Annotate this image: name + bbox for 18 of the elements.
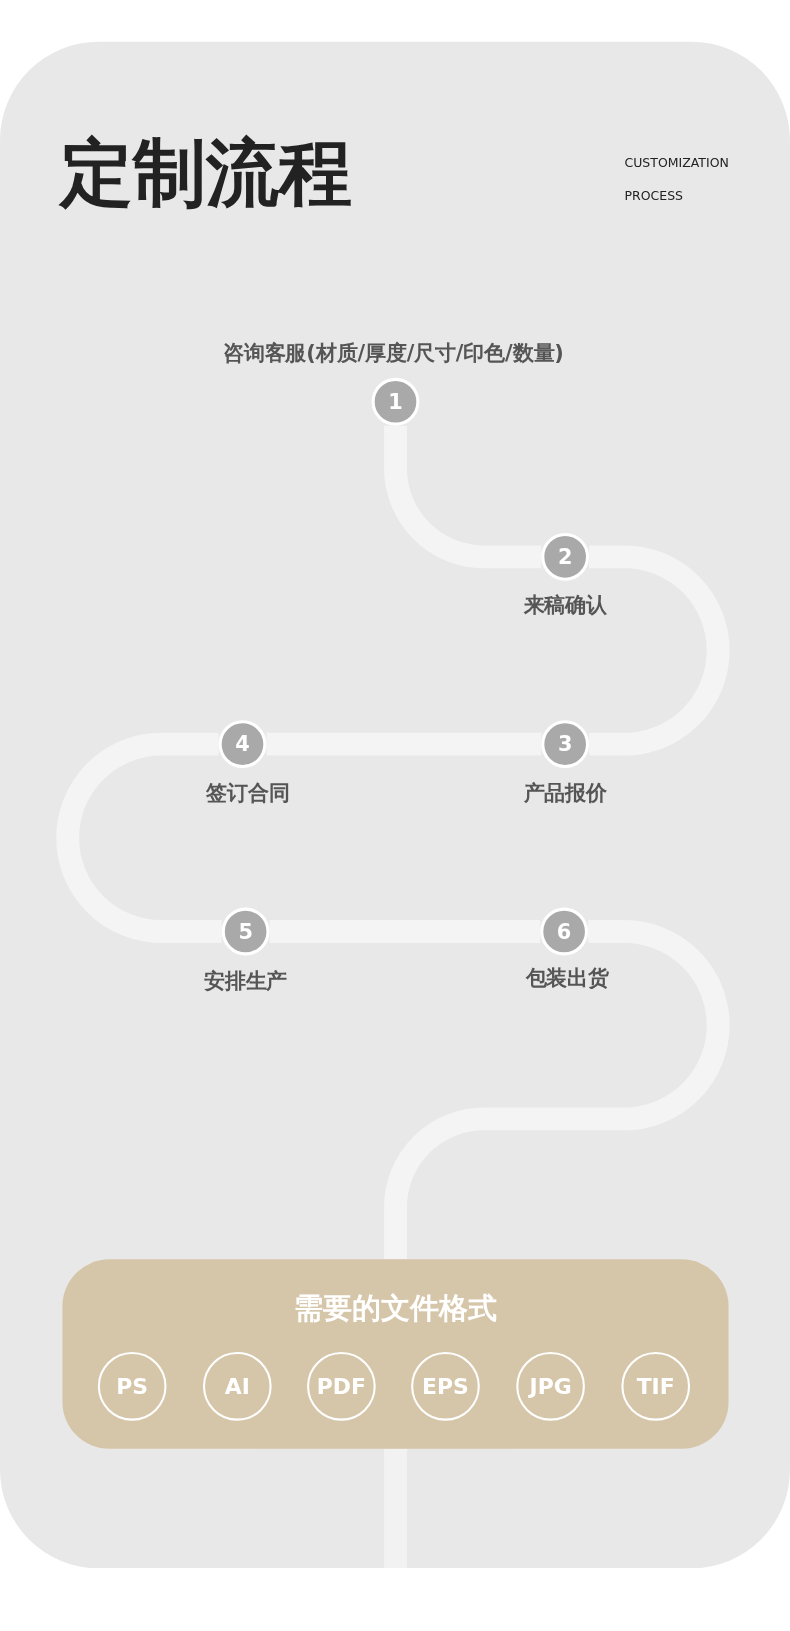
format-circle: EPS bbox=[411, 1352, 480, 1421]
path-line bbox=[56, 732, 222, 943]
step-label: 安排生产 bbox=[204, 966, 288, 995]
panel-title: 需要的文件格式 bbox=[292, 1289, 499, 1327]
format-circle: AI bbox=[202, 1352, 272, 1421]
step-label: 包装出货 bbox=[525, 963, 609, 992]
format-circle: PDF bbox=[307, 1352, 376, 1421]
subtitle: CUSTOMIZATION PROCESS bbox=[624, 154, 730, 205]
step-label: 来稿确认 bbox=[523, 591, 607, 620]
title: 定制流程 bbox=[60, 133, 352, 214]
path-line bbox=[384, 920, 730, 1260]
format-circle: JPG bbox=[516, 1352, 585, 1421]
format-circle: TIF bbox=[621, 1352, 691, 1421]
format-circle: PS bbox=[97, 1352, 167, 1421]
step-label: 产品报价 bbox=[523, 779, 607, 808]
step-label: 咨询客服(材质/厚度/尺寸/印色/数量) bbox=[223, 339, 564, 368]
file-format-panel bbox=[62, 1259, 729, 1449]
step-label: 签订合同 bbox=[206, 779, 290, 808]
